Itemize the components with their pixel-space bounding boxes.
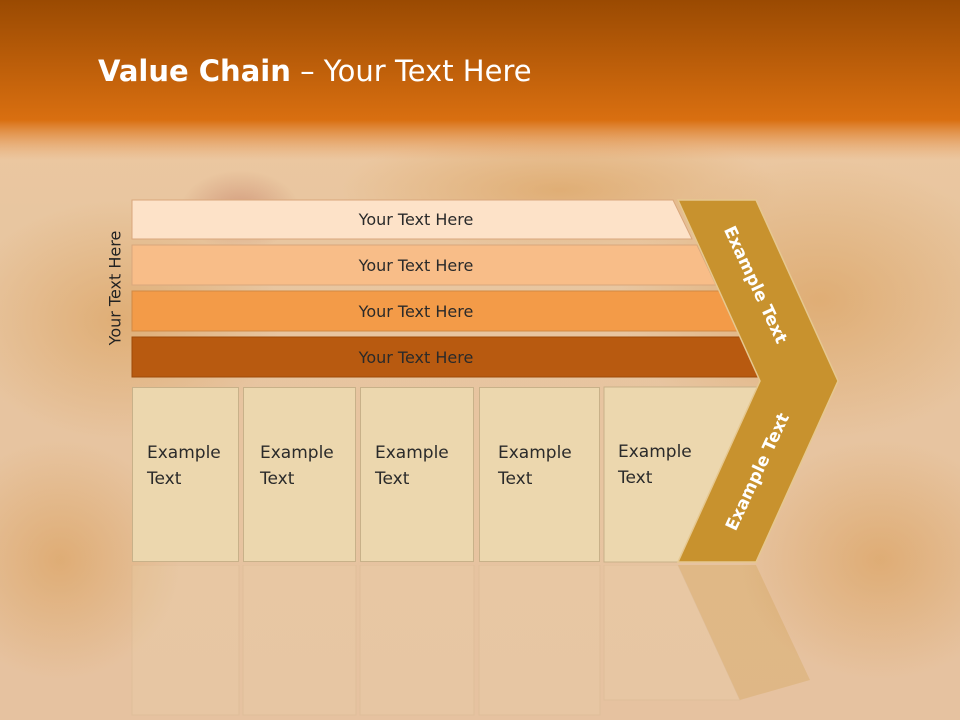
box-5-line2: Text [618, 468, 653, 488]
band-1: Your Text Here [132, 200, 700, 239]
slide-title: Value Chain – Your Text Here [98, 54, 532, 88]
box-2-line2: Text [260, 469, 295, 489]
band-1-shape [131, 199, 693, 240]
box-1-line2: Text [147, 469, 182, 489]
band-4: Your Text Here [132, 337, 700, 377]
box-3-line2: Text [375, 469, 410, 489]
band-3: Your Text Here [132, 291, 700, 331]
reflection [131, 565, 810, 716]
box-3-line1: Example [375, 443, 449, 463]
band-2-label: Your Text Here [358, 255, 474, 275]
box-4-line1: Example [498, 443, 572, 463]
box-4-line2: Text [498, 469, 533, 489]
box-1-line1: Example [147, 443, 221, 463]
band-3-label: Your Text Here [358, 301, 474, 321]
box-5-line1: Example [618, 442, 692, 462]
box-2-line1: Example [260, 443, 334, 463]
band-4-label: Your Text Here [358, 347, 474, 367]
slide-title-rest: – Your Text Here [290, 54, 532, 88]
slide-title-bold: Value Chain [98, 54, 291, 88]
chevron-shape [676, 199, 839, 563]
band-2: Your Text Here [132, 245, 700, 285]
band-1-label: Your Text Here [358, 210, 474, 229]
